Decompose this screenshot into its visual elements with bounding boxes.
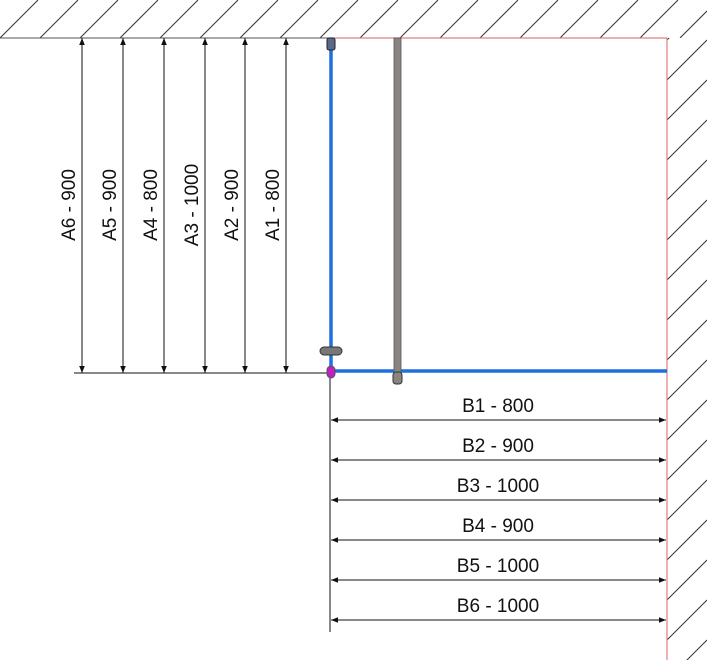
hatch-line [159, 0, 199, 38]
dimensions-b: B1 - 800 B2 - 900 B3 - 1000 B4 - 900 B5 - 10… [331, 396, 666, 623]
hatch-line [479, 0, 519, 38]
hatch-line [667, 79, 707, 121]
hinge-icon [319, 346, 343, 356]
wall-hatch-top [0, 0, 707, 38]
hatch-line [439, 0, 479, 38]
dimension-label-a: A2 - 900 [222, 169, 243, 241]
hatch-line [559, 0, 599, 38]
support-bar [393, 37, 402, 379]
dimension-label-b: B3 - 1000 [457, 476, 539, 497]
hatch-line [359, 0, 399, 38]
hatch-line [667, 359, 707, 401]
hatch-line [279, 0, 319, 38]
hatch-line [199, 0, 239, 38]
hatch-line [667, 519, 707, 561]
dimension-label-a: A4 - 800 [141, 169, 162, 241]
dimension-label-a: A3 - 1000 [182, 164, 203, 246]
hatch-line [319, 0, 359, 38]
hatch-line [667, 319, 707, 361]
dimension-label-b: B4 - 900 [462, 516, 534, 537]
hatch-line [667, 239, 707, 281]
hatch-line [667, 39, 707, 81]
dimensions-a: A1 - 800 A2 - 900 A3 - 1000 A4 - 800 A5 - 90… [59, 38, 289, 373]
dimension-label-b: B1 - 800 [462, 396, 534, 417]
dimension-label-a: A5 - 900 [100, 169, 121, 241]
hatch-line [667, 479, 707, 521]
hatch-line [667, 439, 707, 481]
hatch-line [667, 279, 707, 321]
hatch-line [79, 0, 119, 38]
wall-hatch-right [667, 38, 707, 660]
hatch-line [0, 0, 39, 38]
hatch-line [667, 559, 707, 601]
bar-foot-icon [392, 371, 403, 385]
dimension-label-a: A1 - 800 [263, 169, 284, 241]
hatch-line [239, 0, 279, 38]
hatch-line [119, 0, 159, 38]
wall-bracket-icon [326, 37, 336, 51]
hatch-line [39, 0, 79, 38]
corner-joint-icon [326, 365, 336, 379]
hatch-line [399, 0, 439, 38]
hatch-line [667, 199, 707, 241]
dimension-label-b: B5 - 1000 [457, 556, 539, 577]
hatch-line [667, 599, 707, 641]
hatch-line [679, 10, 707, 38]
dimension-label-a: A6 - 900 [59, 169, 80, 241]
hatch-line [667, 38, 670, 41]
hatch-line [667, 399, 707, 441]
dimension-label-b: B6 - 1000 [457, 596, 539, 617]
hatch-line [519, 0, 559, 38]
hatch-line [639, 0, 679, 38]
hatch-line [686, 639, 707, 660]
hatch-line [667, 119, 707, 161]
dimension-label-b: B2 - 900 [462, 436, 534, 457]
hatch-line [599, 0, 639, 38]
hatch-line [667, 159, 707, 201]
